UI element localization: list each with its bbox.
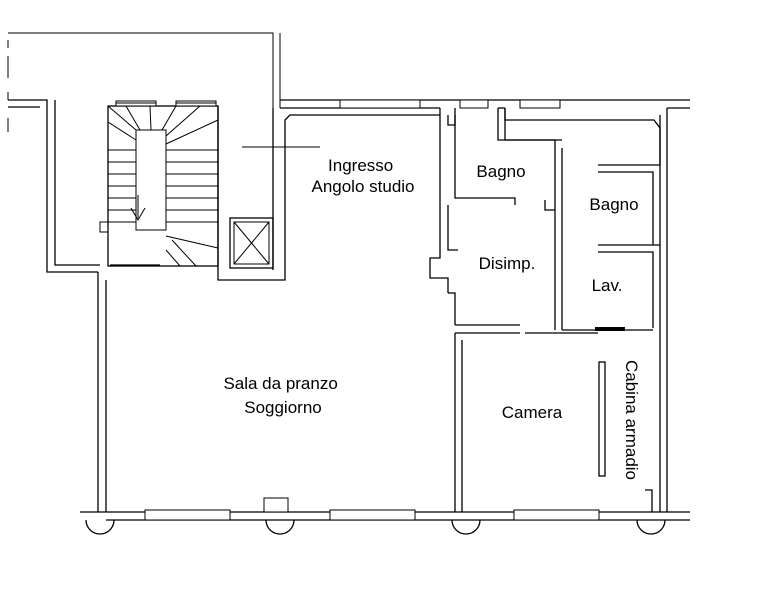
room-label-disimpegno: Disimp. <box>479 254 536 273</box>
staircase <box>99 100 219 267</box>
lift-shaft <box>217 106 320 281</box>
bathroom-block-walls <box>448 99 563 330</box>
bedroom-walls <box>454 332 653 512</box>
room-label-bagno-2: Bagno <box>589 195 638 214</box>
room-label-ingresso: Ingresso Angolo studio <box>311 156 414 196</box>
room-label-camera: Camera <box>502 403 563 422</box>
ingresso-walls <box>284 99 516 293</box>
bottom-windows <box>144 497 600 521</box>
room-label-cabina-armadio: Cabina armadio <box>622 360 641 480</box>
right-rooms-walls <box>504 108 661 331</box>
columns <box>85 519 666 535</box>
room-label-lavanderia: Lav. <box>592 276 623 295</box>
room-label-bagno-1: Bagno <box>476 162 525 181</box>
room-label-soggiorno: Sala da pranzo Soggiorno <box>223 374 342 417</box>
neighbour-boundary <box>7 32 281 132</box>
